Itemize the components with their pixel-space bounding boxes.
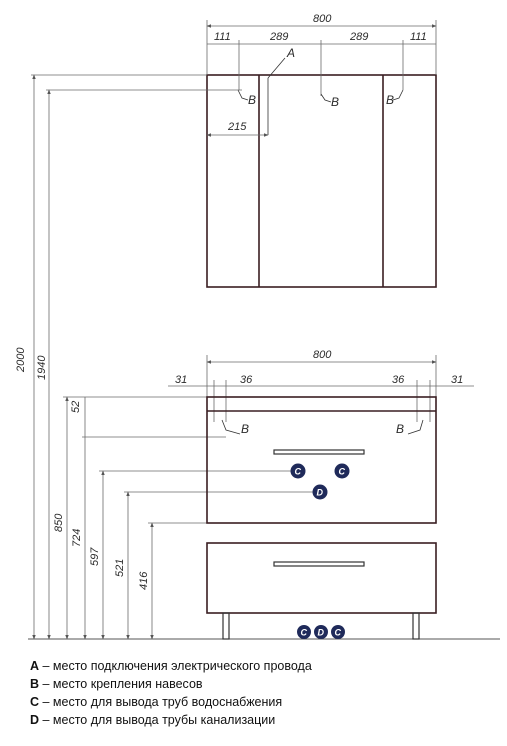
floor-pipe-c-left	[297, 625, 311, 639]
badge-text: C	[295, 467, 302, 477]
water-pipe-c-left	[290, 463, 306, 479]
legend-row-c: C – место для вывода труб водоснабжения	[30, 693, 500, 711]
segment-dim-4: 111	[410, 31, 427, 43]
segment-dim-3: 289	[349, 31, 368, 43]
base-width-label: 800	[313, 349, 332, 361]
top-hook-b-right: B	[386, 93, 394, 107]
door-offset-dim: 215	[227, 121, 247, 133]
base-cabinet	[206, 396, 437, 524]
legend-row-a: A – место подключения электрического про…	[30, 657, 500, 675]
segment-dim-2: 289	[269, 31, 288, 43]
mirror-cabinet	[206, 74, 437, 288]
legend-key: C	[30, 695, 40, 709]
drain-pipe-d	[312, 484, 328, 500]
badge-text: D	[317, 488, 324, 498]
height-pipe-d: 521	[114, 559, 126, 577]
base-edge-left: 31	[175, 374, 187, 386]
label-a: A	[286, 46, 295, 60]
height-cabinet-bottom: 416	[138, 571, 150, 590]
base-edge-right: 31	[451, 374, 463, 386]
base-hook-b-right: B	[396, 422, 404, 436]
base-hook-b-left: B	[241, 422, 249, 436]
height-base-mount: 724	[71, 529, 83, 547]
legend-key: B	[30, 677, 40, 691]
base-inset-right: 36	[392, 374, 405, 386]
badge-text: C	[339, 467, 346, 477]
gap-dim: 52	[70, 401, 82, 413]
height-base-top: 850	[53, 513, 65, 532]
floor-pipe-c-right	[331, 625, 345, 639]
legend-key: A	[30, 659, 40, 673]
top-width-label: 800	[313, 13, 332, 25]
badge-text: D	[318, 628, 325, 638]
legend-key: D	[30, 713, 40, 727]
top-hook-b-left: B	[248, 93, 256, 107]
legend-row-b: B – место крепления навесов	[30, 675, 500, 693]
height-pipes-c: 597	[89, 547, 101, 566]
badge-text: C	[301, 628, 308, 638]
legend-text: – место для вывода трубы канализации	[39, 713, 276, 727]
legend-row-d: D – место для вывода трубы канализации	[30, 711, 500, 729]
water-pipe-c-right	[334, 463, 350, 479]
technical-drawing: 800 111 289 289 111 A 215 B B B 2000 194…	[15, 13, 500, 640]
legend-text: – место для вывода труб водоснабжения	[39, 695, 283, 709]
legend-text: – место крепления навесов	[39, 677, 203, 691]
top-hook-b-center: B	[331, 95, 339, 109]
segment-dim-1: 111	[214, 31, 231, 43]
badge-text: C	[335, 628, 342, 638]
legend: A – место подключения электрического про…	[30, 657, 500, 729]
height-total: 2000	[15, 347, 27, 373]
height-mirror-mount: 1940	[36, 355, 48, 380]
floor-pipe-d	[314, 625, 328, 639]
legend-text: – место подключения электрического прово…	[39, 659, 312, 673]
base-inset-left: 36	[240, 374, 253, 386]
lower-drawer-unit	[206, 542, 437, 640]
